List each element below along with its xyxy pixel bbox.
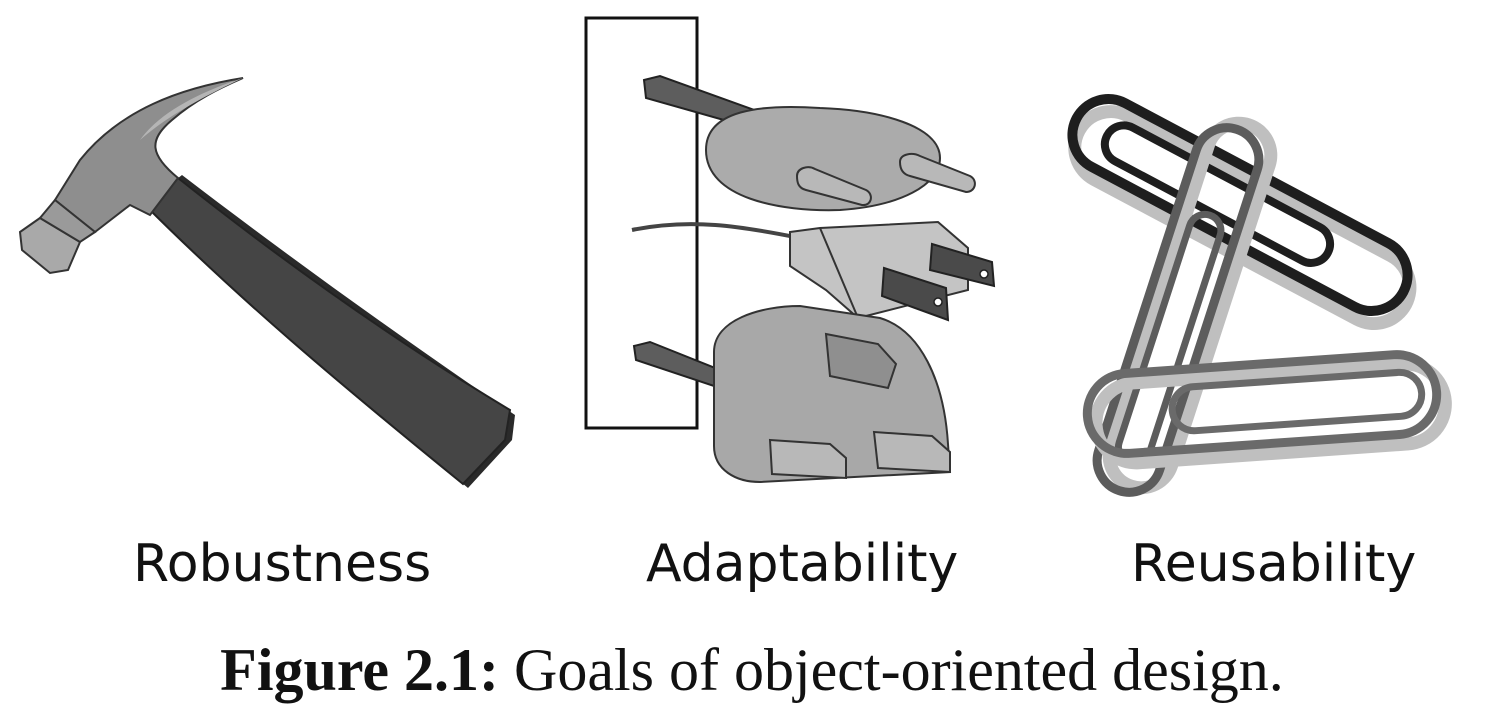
label-reusability: Reusability	[1131, 534, 1417, 594]
power-plugs-icon	[584, 16, 996, 484]
figure-number: Figure 2.1:	[220, 637, 500, 703]
hammer-icon	[18, 77, 515, 488]
paper-clips-icon	[1067, 94, 1452, 497]
caption-text: Goals of object-oriented design.	[514, 637, 1284, 703]
label-robustness: Robustness	[133, 534, 432, 594]
figure-caption: Figure 2.1: Goals of object-oriented des…	[0, 640, 1504, 700]
label-adaptability: Adaptability	[646, 534, 959, 594]
